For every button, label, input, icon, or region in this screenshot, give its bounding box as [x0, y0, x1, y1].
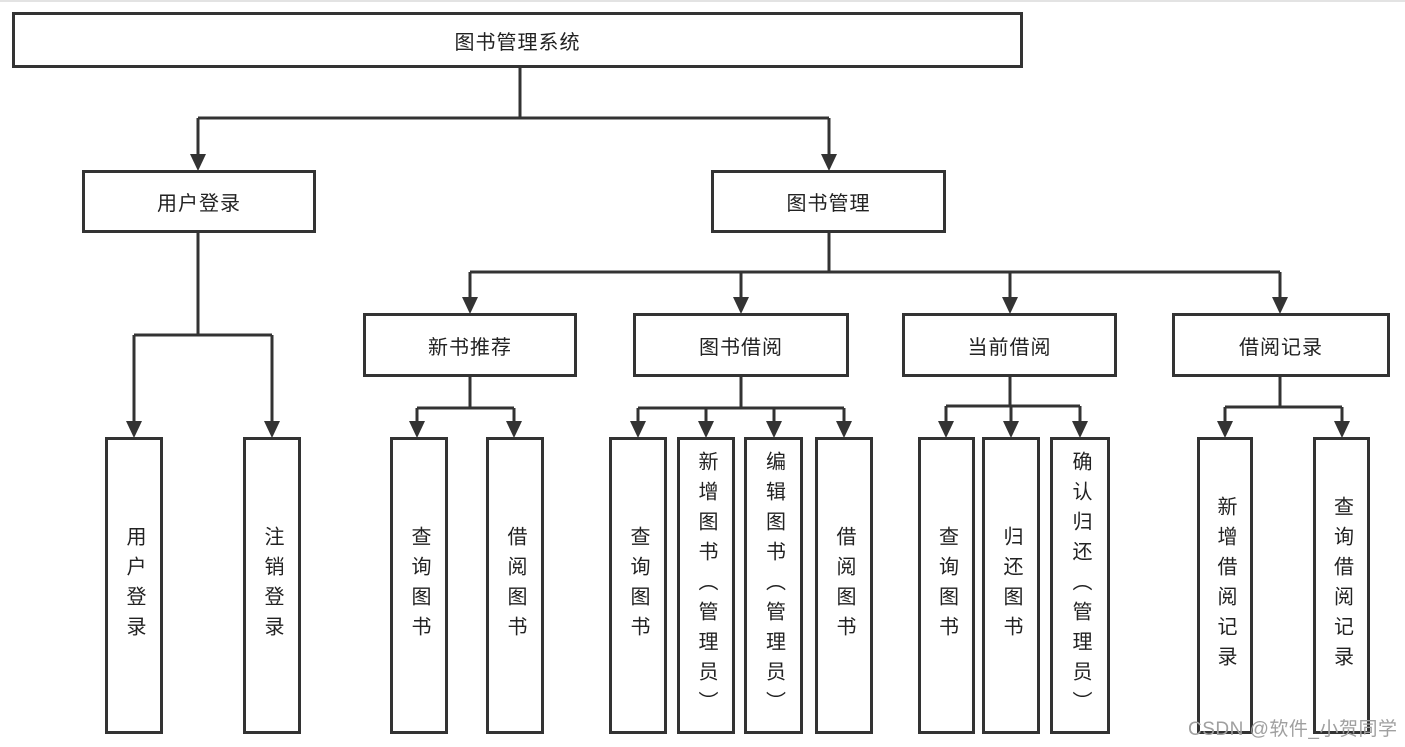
node-borrowing-records-label: 借阅记录 — [1239, 336, 1323, 359]
node-book-management-label: 图书管理 — [786, 193, 871, 215]
edges-book-borrowing-to-leaves — [630, 377, 852, 438]
leaf-query-books-borrowing: 查询图书 — [609, 437, 667, 734]
edges-book-management-to-level3 — [462, 233, 1288, 314]
node-book-management: 图书管理 — [711, 170, 946, 233]
leaf-add-borrowing-record: 新增借阅记录 — [1197, 437, 1253, 734]
leaf-add-books-admin: 新增图书（管理员） — [677, 437, 735, 734]
leaf-edit-books-admin: 编辑图书（管理员） — [744, 437, 803, 734]
leaf-query-books-new-book-label: 查询图书 — [408, 525, 430, 646]
leaf-add-borrowing-record-label: 新增借阅记录 — [1214, 495, 1236, 676]
leaf-return-books: 归还图书 — [982, 437, 1040, 734]
leaf-logout-label: 注销登录 — [261, 525, 283, 646]
edges-new-book-to-leaves — [409, 377, 522, 438]
leaf-confirm-return-admin-label: 确认归还（管理员） — [1069, 450, 1091, 721]
node-current-borrowing: 当前借阅 — [902, 313, 1117, 377]
leaf-borrow-books-borrowing: 借阅图书 — [815, 437, 873, 734]
csdn-watermark: CSDN @软件_小贺同学 — [1188, 719, 1398, 740]
node-current-borrowing-label: 当前借阅 — [967, 336, 1052, 359]
node-root-system: 图书管理系统 — [12, 12, 1023, 68]
leaf-borrow-books-borrowing-label: 借阅图书 — [833, 525, 855, 646]
leaf-edit-books-admin-label: 编辑图书（管理员） — [762, 450, 785, 721]
node-new-book-recommendation-label: 新书推荐 — [428, 336, 512, 359]
leaf-query-borrowing-record: 查询借阅记录 — [1313, 437, 1370, 734]
leaf-borrow-books-new-book: 借阅图书 — [486, 437, 544, 734]
leaf-query-books-current-label: 查询图书 — [935, 525, 958, 646]
leaf-query-borrowing-record-label: 查询借阅记录 — [1330, 495, 1353, 676]
leaf-return-books-label: 归还图书 — [1000, 525, 1022, 646]
leaf-query-books-new-book: 查询图书 — [390, 437, 448, 734]
leaf-query-books-borrowing-label: 查询图书 — [627, 525, 649, 646]
leaf-add-books-admin-label: 新增图书（管理员） — [695, 450, 717, 721]
top-edge-rule — [0, 0, 1405, 2]
node-new-book-recommendation: 新书推荐 — [363, 313, 577, 377]
edges-current-borrowing-to-leaves — [938, 377, 1088, 438]
leaf-user-login: 用户登录 — [105, 437, 163, 734]
leaf-query-books-current: 查询图书 — [918, 437, 975, 734]
node-borrowing-records: 借阅记录 — [1172, 313, 1390, 377]
edges-root-to-level2 — [190, 68, 837, 171]
leaf-confirm-return-admin: 确认归还（管理员） — [1050, 437, 1110, 734]
node-book-borrowing: 图书借阅 — [633, 313, 849, 377]
node-book-borrowing-label: 图书借阅 — [699, 336, 783, 359]
leaf-borrow-books-new-book-label: 借阅图书 — [504, 525, 526, 646]
edges-borrowing-records-to-leaves — [1217, 377, 1350, 438]
node-root-system-label: 图书管理系统 — [454, 31, 581, 54]
node-user-login: 用户登录 — [82, 170, 316, 233]
edges-user-login-to-leaves — [126, 233, 280, 438]
leaf-user-login-label: 用户登录 — [123, 525, 145, 646]
leaf-logout: 注销登录 — [243, 437, 301, 734]
node-user-login-label: 用户登录 — [157, 193, 241, 215]
